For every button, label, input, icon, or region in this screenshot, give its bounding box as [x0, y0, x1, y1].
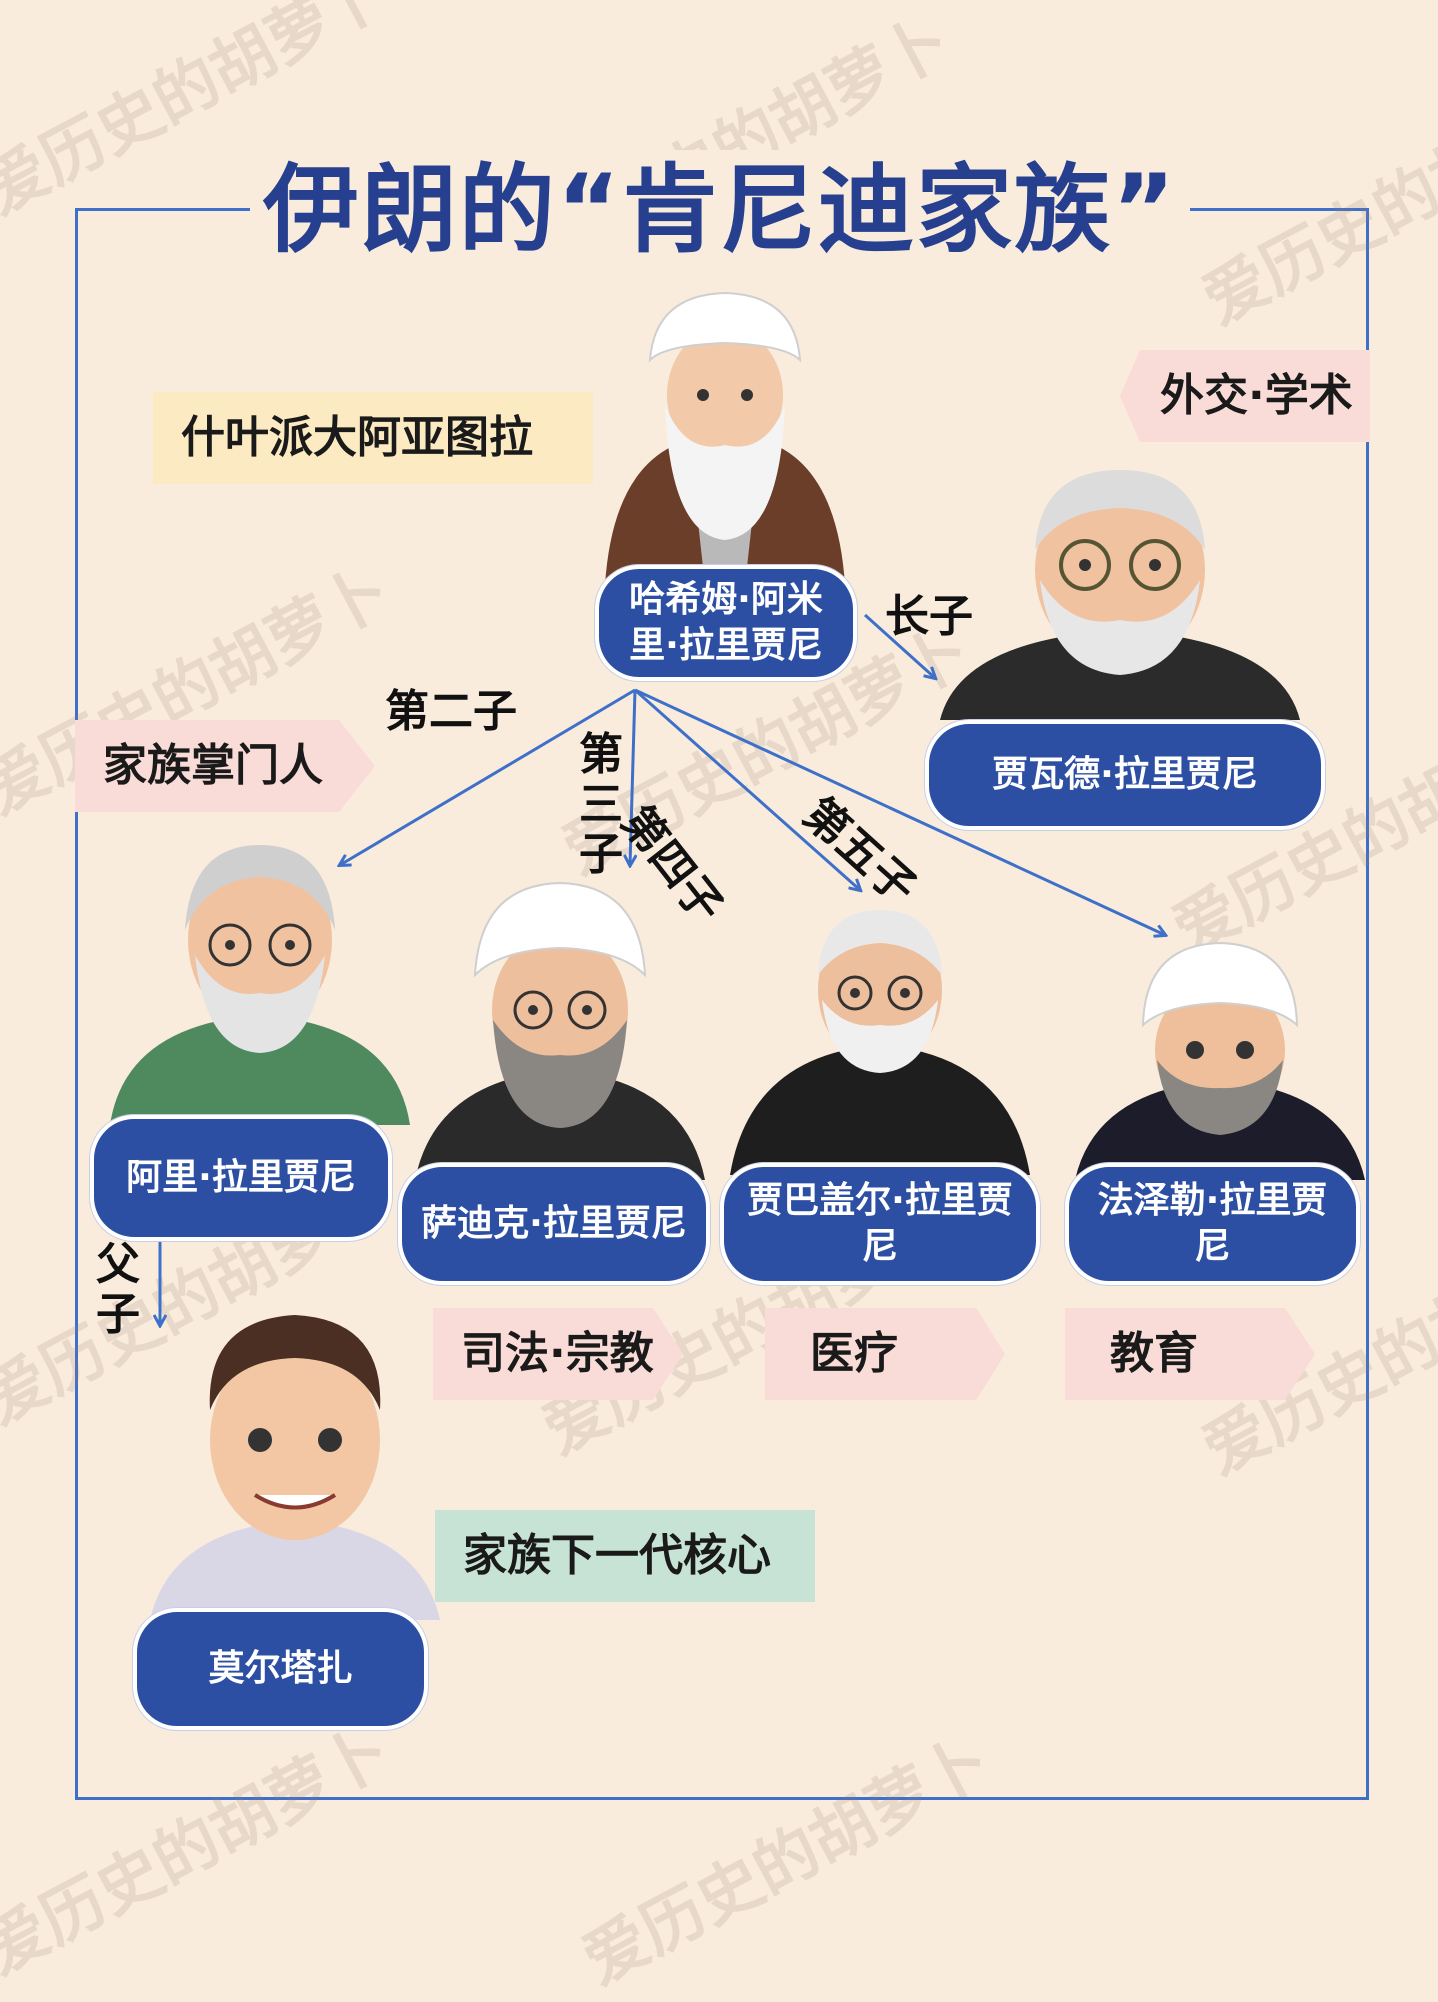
name-fazel: 法泽勒·拉里贾尼 — [1065, 1163, 1360, 1285]
tag-ayatollah: 什叶派大阿亚图拉 — [153, 392, 593, 484]
page-title: 伊朗的“肯尼迪家族” — [250, 150, 1190, 270]
arrow-fourth — [634, 688, 860, 890]
label-eldest-son: 长子 — [885, 591, 973, 642]
relation-arrows — [0, 613, 1438, 1924]
tag-medical: 医疗 — [765, 1308, 1005, 1400]
tag-education: 教育 — [1065, 1308, 1315, 1400]
eldest-son-portrait — [940, 470, 1300, 720]
fazel-portrait — [1075, 941, 1365, 1180]
arrow-second — [340, 688, 636, 865]
tag-judiciary: 司法·宗教 — [433, 1308, 683, 1400]
arrow-fifth — [634, 688, 1165, 935]
ali-portrait — [110, 845, 410, 1125]
name-ali: 阿里·拉里贾尼 — [90, 1115, 392, 1241]
sadegh-portrait — [415, 881, 705, 1180]
name-eldest-son: 贾瓦德·拉里贾尼 — [925, 720, 1325, 830]
arrow-third — [630, 689, 635, 865]
morteza-portrait — [150, 1315, 440, 1620]
tag-diplomacy: 外交·学术 — [1120, 350, 1370, 442]
name-bagher: 贾巴盖尔·拉里贾尼 — [720, 1163, 1040, 1285]
patriarch-portrait — [605, 291, 845, 585]
label-second-son: 第二子 — [385, 686, 517, 737]
arrow-eldest — [863, 613, 935, 678]
tag-next-generation: 家族下一代核心 — [435, 1510, 815, 1602]
name-sadegh: 萨迪克·拉里贾尼 — [398, 1163, 710, 1285]
tag-family-head: 家族掌门人 — [75, 720, 375, 812]
name-morteza: 莫尔塔扎 — [133, 1608, 428, 1730]
name-patriarch: 哈希姆·阿米里·拉里贾尼 — [595, 565, 857, 681]
label-father-son: 父子 — [96, 1239, 140, 1340]
bagher-portrait — [730, 910, 1030, 1175]
label-third-son: 第三子 — [579, 729, 623, 880]
